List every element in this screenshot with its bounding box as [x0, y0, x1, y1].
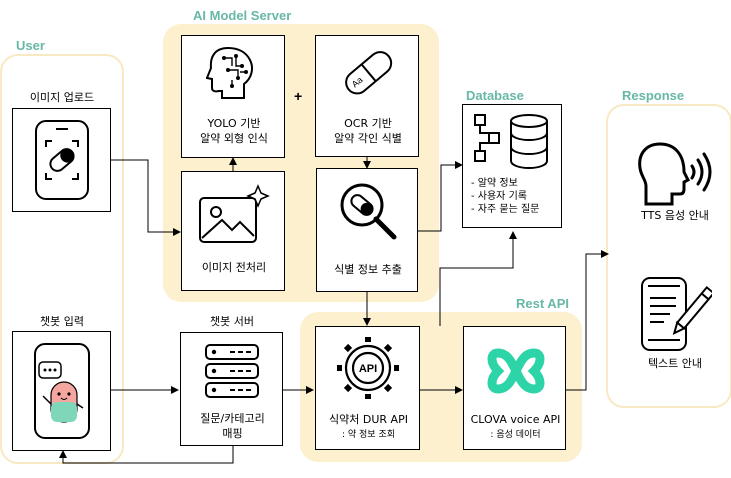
dur-label-line1: 식약처 DUR API	[329, 413, 408, 426]
chatbot-input-node	[12, 331, 111, 451]
preprocess-node: 이미지 전처리	[181, 171, 285, 291]
edge-dur-to-database	[439, 231, 517, 326]
text-guide-label: 텍스트 안내	[647, 357, 703, 370]
clova-label-line1: CLOVA voice API	[470, 413, 561, 426]
extract-node: 식별 정보 추출	[316, 168, 418, 292]
ocr-node: Aa OCR 기반 알약 각인 식별	[315, 35, 419, 157]
clova-label-line2: : 음성 데이터	[490, 430, 541, 440]
dur-api-node: API 식약처 DUR API : 약 정보 조회	[315, 326, 420, 450]
ocr-pill-icon: Aa	[345, 51, 393, 95]
tts-label: TTS 음성 안내	[641, 209, 709, 222]
chatbot-input-label: 챗봇 입력	[40, 315, 84, 328]
database-region-title: Database	[466, 88, 524, 103]
speaking-head-icon	[638, 142, 712, 206]
clova-logo-icon	[487, 348, 545, 394]
preprocess-label: 이미지 전처리	[201, 261, 267, 274]
magnifier-pill-icon	[340, 183, 397, 240]
yolo-label-line1: YOLO 기반	[207, 117, 261, 130]
mapping-label-line1: 질문/카테고리	[200, 412, 265, 425]
ocr-label-line2: 알약 각인 식별	[334, 132, 402, 145]
response-region-title: Response	[622, 88, 685, 103]
response-region	[606, 104, 731, 408]
chatbot-server-label: 챗봇 서버	[210, 315, 254, 328]
yolo-label-line2: 알약 외형 인식	[200, 132, 268, 145]
database-icon	[474, 114, 548, 170]
clova-api-node: CLOVA voice API : 음성 데이터	[463, 326, 566, 450]
yolo-node: YOLO 기반 알약 외형 인식	[181, 35, 285, 158]
database-node: - 알약 정보 - 사용자 기록 - 자주 묻는 질문	[462, 104, 562, 228]
ocr-pill-text: Aa	[350, 75, 365, 90]
chatbot-server-node: 질문/카테고리 매핑	[180, 332, 283, 446]
dur-label-line2: : 약 정보 조회	[341, 430, 395, 440]
ai-server-region-title: AI Model Server	[193, 8, 292, 23]
api-gear-icon: API	[337, 337, 399, 399]
database-item-3: - 자주 묻는 질문	[471, 204, 540, 215]
server-rack-icon	[205, 344, 259, 398]
phone-chatbot-icon	[34, 343, 90, 439]
api-badge-text: API	[359, 363, 377, 375]
database-item-2: - 사용자 기록	[471, 191, 527, 202]
extract-label: 식별 정보 추출	[334, 263, 402, 276]
ocr-label-line1: OCR 기반	[344, 117, 392, 130]
image-sparkle-icon	[199, 184, 270, 243]
user-region-title: User	[16, 38, 45, 53]
mapping-label-line2: 매핑	[222, 427, 243, 440]
image-upload-label: 이미지 업로드	[29, 91, 95, 104]
phone-pen-icon	[641, 277, 712, 351]
phone-pill-icon	[35, 120, 89, 200]
database-item-1: - 알약 정보	[471, 178, 518, 189]
ai-head-icon	[206, 46, 253, 99]
edge-clova-to-response	[565, 250, 609, 391]
rest-api-region-title: Rest API	[516, 296, 569, 311]
edge-upload-to-preprocess	[111, 159, 181, 236]
plus-sign: +	[294, 88, 303, 104]
edge-server-to-user	[59, 446, 234, 464]
edge-extract-to-database	[418, 161, 463, 232]
image-upload-node	[12, 108, 111, 212]
